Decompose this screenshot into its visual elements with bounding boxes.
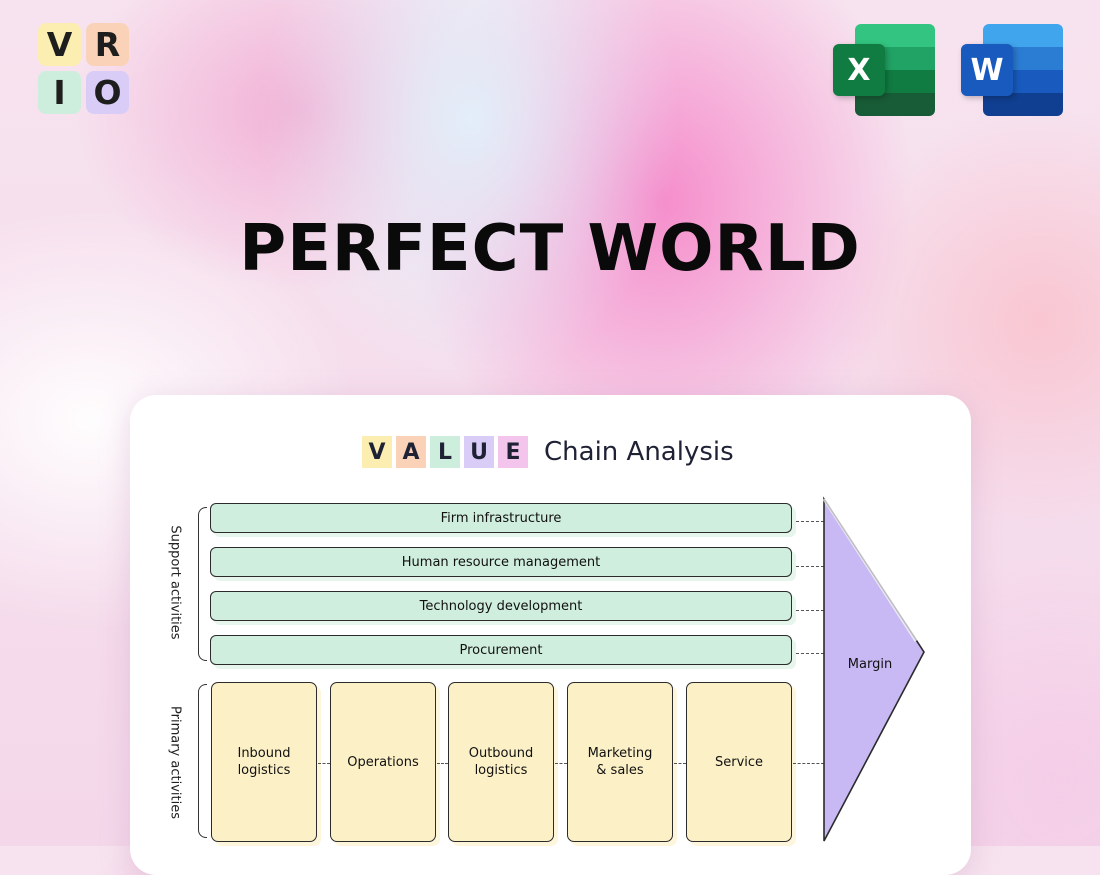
connector-line	[796, 653, 824, 654]
header-letter: L	[430, 436, 460, 468]
support-activities-label: Support activities	[167, 525, 183, 640]
excel-glyph: X	[833, 44, 885, 96]
support-bar-human-resource: Human resource management	[210, 547, 792, 577]
primary-box-outbound-logistics: Outbound logistics	[448, 682, 554, 842]
connector-line	[796, 566, 824, 567]
connector-line	[796, 521, 824, 522]
connector-line	[318, 763, 330, 764]
support-bar-procurement: Procurement	[210, 635, 792, 665]
value-chain-card: V A L U E Chain Analysis Support activit…	[130, 395, 971, 875]
header-letter: E	[498, 436, 528, 468]
support-brace	[198, 507, 207, 661]
primary-brace	[198, 684, 207, 838]
vrio-logo: V R I O	[38, 23, 130, 115]
margin-arrow-icon	[822, 496, 925, 842]
primary-box-marketing-sales: Marketing & sales	[567, 682, 673, 842]
box-line: & sales	[596, 763, 644, 778]
logo-tile-v: V	[38, 23, 81, 66]
box-line: Operations	[347, 754, 419, 770]
card-header: V A L U E Chain Analysis	[362, 435, 734, 469]
box-line: Outbound	[468, 746, 534, 761]
primary-box-inbound-logistics: Inbound logistics	[211, 682, 317, 842]
box-line: logistics	[237, 763, 291, 778]
primary-box-operations: Operations	[330, 682, 436, 842]
support-bar-firm-infrastructure: Firm infrastructure	[210, 503, 792, 533]
header-letter: U	[464, 436, 494, 468]
connector-line	[674, 763, 686, 764]
connector-line	[437, 763, 448, 764]
logo-tile-r: R	[86, 23, 129, 66]
box-line: Marketing	[587, 746, 653, 761]
connector-line	[796, 610, 824, 611]
word-glyph: W	[961, 44, 1013, 96]
support-bar-technology: Technology development	[210, 591, 792, 621]
box-line: Service	[714, 754, 764, 770]
page-title: PERFECT WORLD	[239, 212, 861, 286]
logo-tile-o: O	[86, 71, 129, 114]
box-line: Inbound	[237, 746, 291, 761]
header-title: Chain Analysis	[544, 437, 734, 467]
connector-line	[793, 763, 824, 764]
logo-tile-i: I	[38, 71, 81, 114]
connector-line	[555, 763, 567, 764]
header-letter: A	[396, 436, 426, 468]
margin-label: Margin	[847, 657, 893, 672]
primary-activities-label: Primary activities	[167, 706, 183, 819]
primary-box-service: Service	[686, 682, 792, 842]
header-letter: V	[362, 436, 392, 468]
word-icon: W	[961, 24, 1063, 116]
excel-icon: X	[833, 24, 935, 116]
box-line: logistics	[474, 763, 528, 778]
